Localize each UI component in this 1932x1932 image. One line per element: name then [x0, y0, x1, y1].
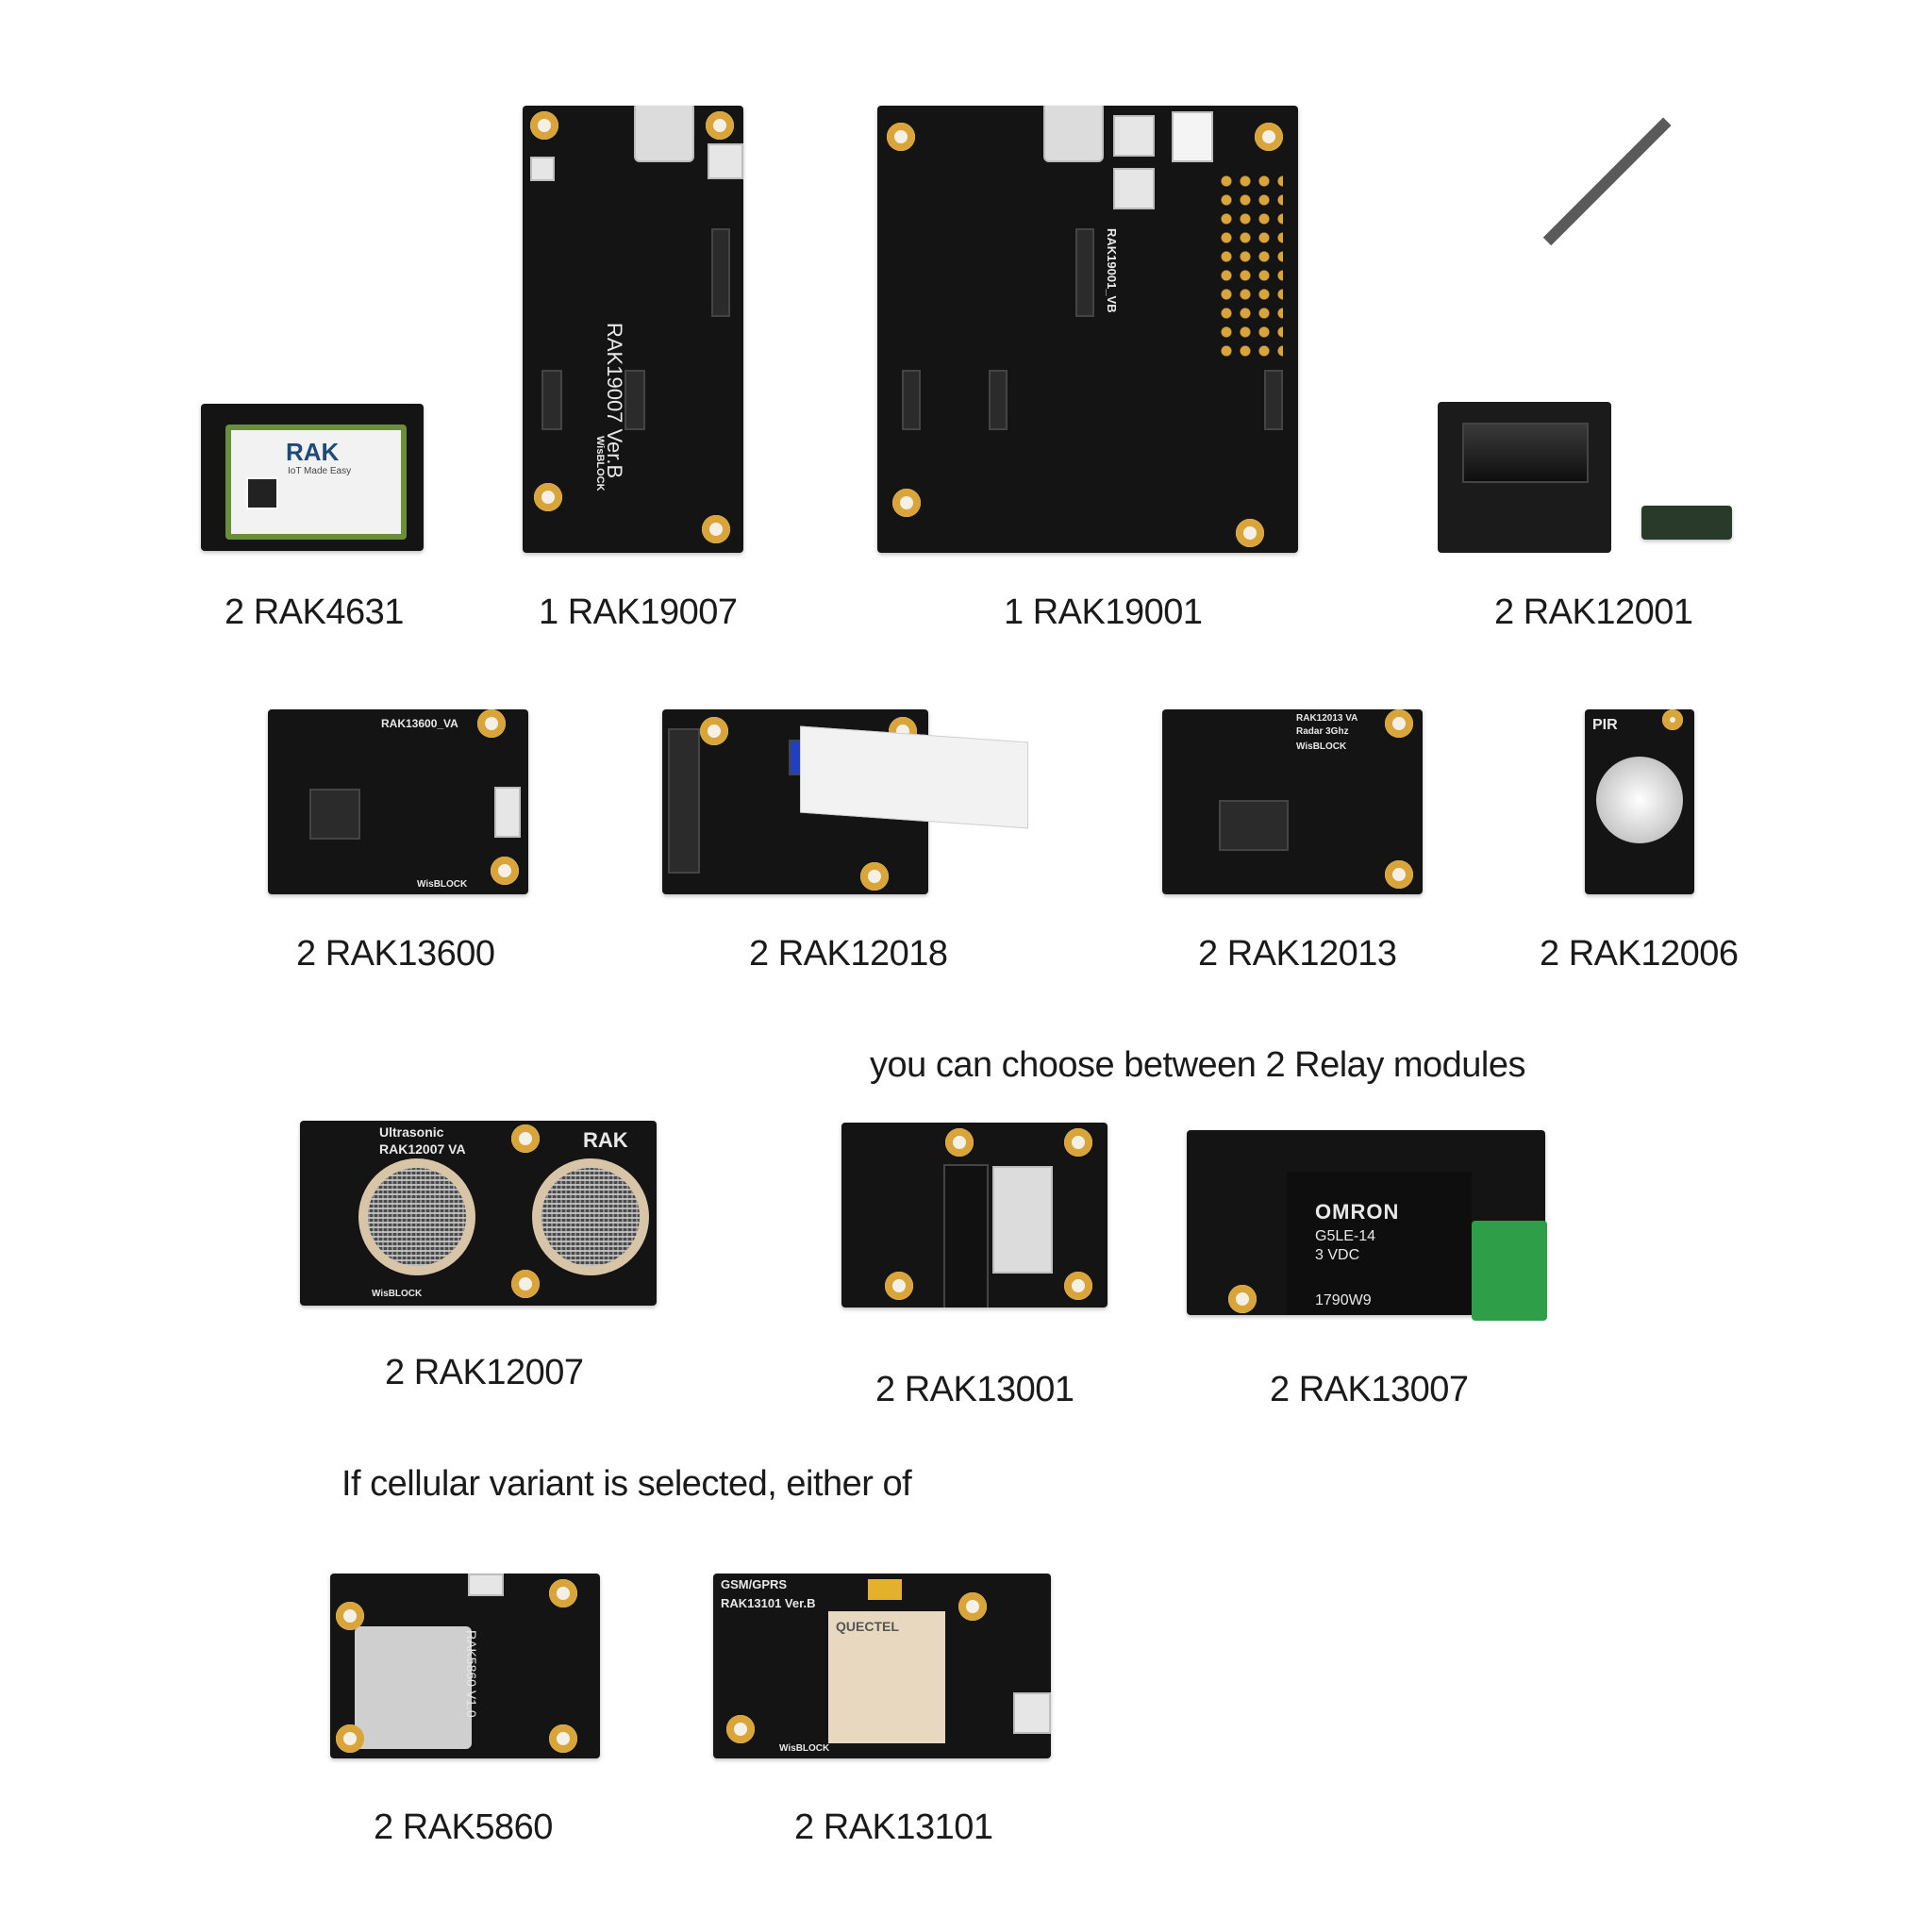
rak12007-logo: RAK: [583, 1128, 628, 1152]
caption-rak19001: 1 RAK19001: [1004, 592, 1203, 632]
rak13101-gsm-label: GSM/GPRS: [721, 1577, 788, 1591]
relay-block: [943, 1164, 989, 1307]
relay-note: you can choose between 2 Relay modules: [870, 1045, 1526, 1085]
relay-brand: OMRON: [1315, 1200, 1400, 1224]
rak13101-chip-label: QUECTEL: [836, 1619, 899, 1634]
sensor-slot-e: [1264, 370, 1283, 430]
wisblock-label: WisBLOCK: [594, 436, 606, 491]
cellular-note: If cellular variant is selected, either …: [341, 1464, 912, 1504]
sensor-slot-b: [989, 370, 1008, 430]
qr-code: [246, 477, 278, 509]
caption-rak12013: 2 RAK12013: [1198, 934, 1397, 974]
cpu-slot: [1075, 228, 1094, 317]
cpu-slot: [711, 228, 730, 317]
wisblock-label: WisBLOCK: [417, 879, 468, 890]
sensor-slot-a: [902, 370, 921, 430]
antenna-connector: [494, 787, 521, 838]
sensor-window: [1462, 423, 1589, 483]
caption-rak12018: 2 RAK12018: [749, 934, 948, 974]
rak12013-subtitle: Radar 3Ghz: [1296, 726, 1349, 737]
rak12013-board-image: RAK12013 VA Radar 3Ghz WisBLOCK: [1162, 709, 1423, 894]
caption-rak13007: 2 RAK13007: [1270, 1370, 1469, 1409]
nfc-chip: [309, 789, 360, 840]
caption-rak12007: 2 RAK12007: [385, 1353, 584, 1392]
usb-connector: [468, 1574, 504, 1596]
relay-voltage: 3 VDC: [1315, 1247, 1360, 1263]
quectel-module: [828, 1611, 945, 1743]
relay-code: 1790W9: [1315, 1292, 1372, 1308]
rak12006-pir-label: PIR: [1592, 717, 1618, 733]
radar-chip: [1219, 800, 1289, 851]
rak5860-label: RAK5860 V1.0: [464, 1630, 479, 1718]
rak5860-board-image: RAK5860 V1.0: [330, 1574, 600, 1758]
rak13600-label: RAK13600_VA: [381, 717, 458, 730]
wisblock-label: WisBLOCK: [372, 1289, 423, 1299]
micro-usb: [1013, 1692, 1051, 1734]
rak19001-board-image: RAK19001_VB: [877, 106, 1298, 553]
wisblock-label: WisBLOCK: [779, 1743, 830, 1754]
rak4631-board-image: RAK IoT Made Easy: [201, 404, 424, 551]
caption-rak13001: 2 RAK13001: [875, 1370, 1074, 1409]
terminal-block: [992, 1166, 1053, 1274]
header-pads: [1217, 172, 1283, 360]
rak12006-board-image: PIR: [1585, 709, 1694, 894]
relay-model: G5LE-14: [1315, 1228, 1376, 1244]
slot-b: [625, 370, 645, 430]
rak19007-board-image: RAK19007 Ver.B WisBLOCK: [523, 106, 743, 553]
rak4631-logo: RAK: [286, 438, 340, 466]
rak4631-tagline: IoT Made Easy: [288, 466, 352, 476]
rak13101-board-image: GSM/GPRS RAK13101 Ver.B QUECTEL WisBLOCK: [713, 1574, 1051, 1758]
rak12001-cable: [1542, 117, 1672, 246]
caption-rak19007: 1 RAK19007: [539, 592, 738, 632]
battery-connector: [708, 143, 743, 179]
pir-lens: [1596, 757, 1683, 843]
usb-c-connector: [634, 106, 694, 162]
caption-rak4631: 2 RAK4631: [225, 592, 404, 632]
rak12007-board-image: Ultrasonic RAK12007 VA RAK WisBLOCK: [300, 1121, 657, 1306]
rak13101-label: RAK13101 Ver.B: [721, 1596, 816, 1610]
rak19001-label: RAK19001_VB: [1105, 228, 1119, 313]
caption-rak13600: 2 RAK13600: [296, 934, 495, 974]
rak12007-label: Ultrasonic: [379, 1124, 444, 1140]
rak12007-model: RAK12007 VA: [379, 1141, 466, 1157]
sim-holder: [868, 1579, 902, 1600]
solar-connector: [530, 157, 555, 181]
slot-a: [541, 370, 562, 430]
caption-rak13101: 2 RAK13101: [794, 1807, 993, 1847]
switch: [1172, 111, 1213, 162]
rak12001-connector-board: [1641, 506, 1732, 540]
caption-rak12001: 2 RAK12001: [1494, 592, 1693, 632]
ultrasonic-transducer-t: [532, 1158, 649, 1275]
rak13001-board-image: [841, 1123, 1108, 1307]
wisblock-label: WisBLOCK: [1296, 741, 1347, 752]
rak12013-label: RAK12013 VA: [1296, 713, 1358, 724]
rak12018-ribbon-cable: [800, 725, 1028, 829]
caption-rak5860: 2 RAK5860: [374, 1807, 553, 1847]
caption-rak12006: 2 RAK12006: [1540, 934, 1739, 974]
ultrasonic-transducer-r: [358, 1158, 475, 1275]
rak13600-board-image: RAK13600_VA WisBLOCK: [268, 709, 528, 894]
lte-module: [355, 1626, 472, 1749]
omron-relay: [1287, 1172, 1472, 1315]
usb-c-connector: [1043, 106, 1104, 162]
rak12001-sensor-image: [1438, 402, 1611, 553]
code-reader-module: [668, 728, 700, 874]
green-terminal-block: [1472, 1221, 1547, 1321]
